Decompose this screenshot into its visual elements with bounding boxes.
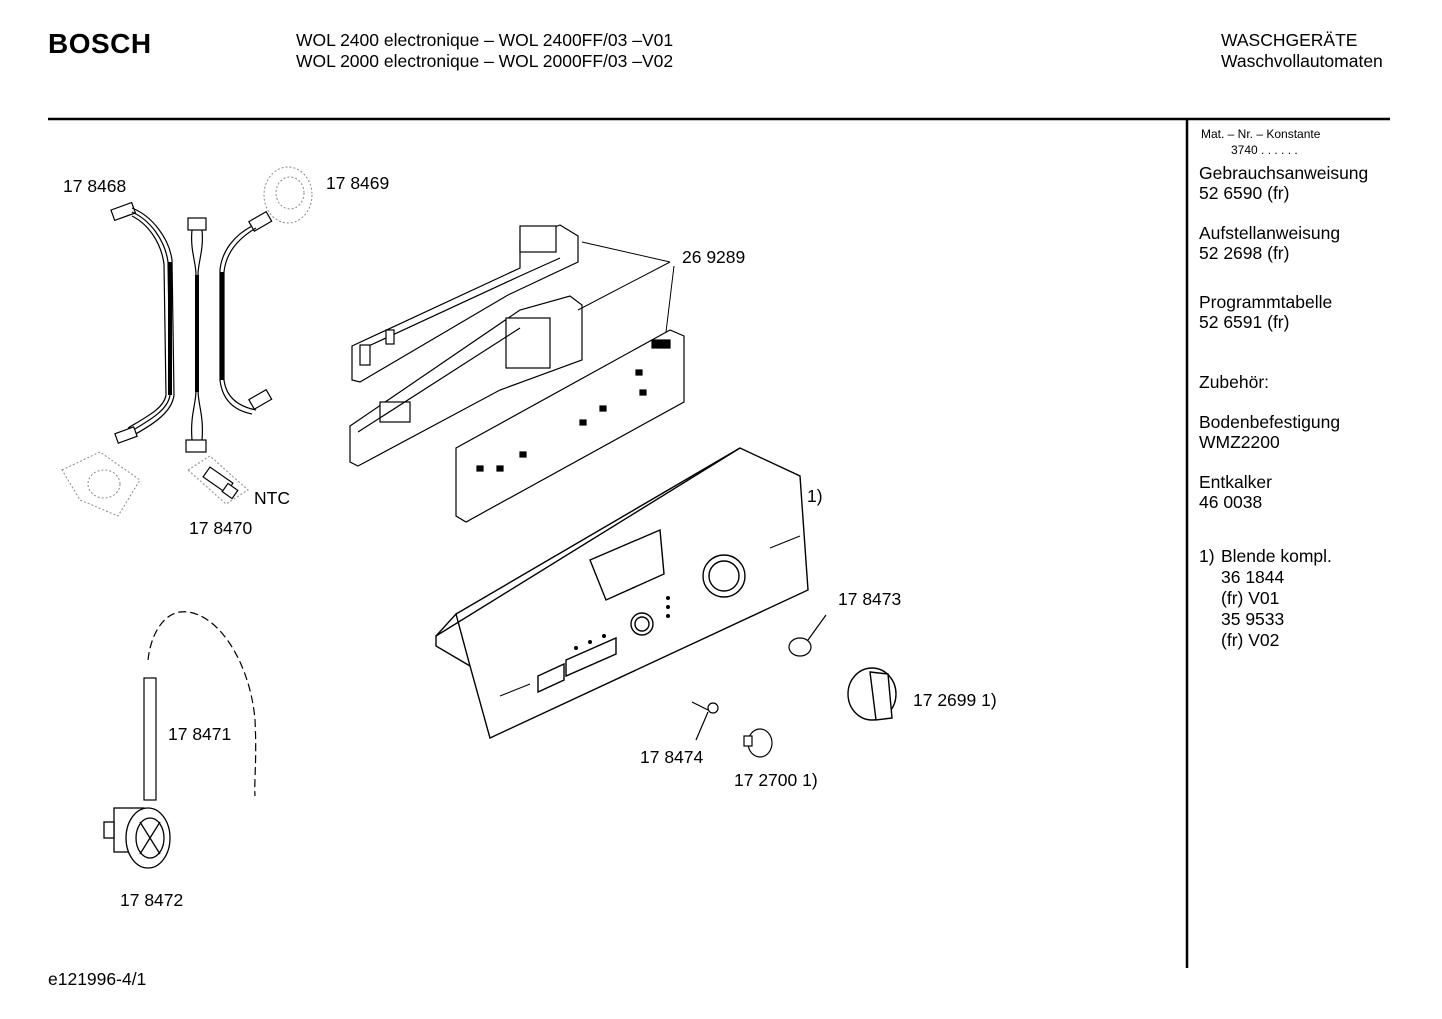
ntc-sensor [187,455,249,505]
ghost-component-top [263,166,313,224]
part-label-fascia-footnote: 1) [807,486,823,506]
part-label-178471: 17 8471 [168,724,232,744]
zubehoer-label: Zubehör: [1199,372,1270,392]
wire-harness-right [219,210,273,415]
small-knob-172700 [743,728,773,758]
mat-nr-value: 3740 . . . . . . [1231,143,1298,157]
footnote-line: (fr) V01 [1221,588,1280,608]
model-line-1: WOL 2400 electronique – WOL 2400FF/03 –V… [296,30,674,50]
leader-269289 [577,241,675,333]
shaft-178474 [691,701,719,741]
category-subtitle: Waschvollautomaten [1221,51,1383,71]
part-label-1726991: 17 2699 1) [913,690,997,710]
part-label-178473: 17 8473 [838,589,902,609]
doc-title-gebrauchsanweisung: Gebrauchsanweisung [1199,163,1369,183]
part-label-ntc: NTC [254,488,290,508]
part-label-178472: 17 8472 [120,890,184,910]
footnote-line: 36 1844 [1221,567,1285,587]
footnote-title: Blende kompl. [1221,546,1332,566]
model-line-2: WOL 2000 electronique – WOL 2000FF/03 –V… [296,51,674,71]
control-board-frame [349,295,583,467]
doc-title-programmtabelle: Programmtabelle [1199,292,1333,312]
footnote-line: (fr) V02 [1221,630,1280,650]
doc-number-gebrauchsanweisung: 52 6590 (fr) [1199,183,1290,203]
accessory-number-bodenbefestigung: WMZ2200 [1199,432,1280,452]
wire-harness-178468 [110,201,175,444]
document-id: e121996-4/1 [48,969,147,989]
doc-title-aufstellanweisung: Aufstellanweisung [1199,223,1341,243]
wire-harness-center [185,217,207,453]
ghost-component-bottom [61,451,141,517]
accessory-title-bodenbefestigung: Bodenbefestigung [1199,412,1341,432]
footnote-line: 35 9533 [1221,609,1285,629]
bosch-logo: BOSCH [48,28,152,59]
category-title: WASCHGERÄTE [1221,30,1358,50]
pressure-switch-178472 [103,807,171,869]
accessory-number-entkalker: 46 0038 [1199,492,1263,512]
program-knob-172699 [847,667,897,721]
part-label-178470: 17 8470 [189,518,253,538]
accessory-title-entkalker: Entkalker [1199,472,1272,492]
knob-spring-178473 [788,614,827,657]
doc-number-programmtabelle: 52 6591 (fr) [1199,312,1290,332]
footnote-marker: 1) [1199,546,1215,566]
control-panel-fascia [435,447,809,739]
pressure-hose-178471 [143,611,257,801]
pcb-board [455,329,685,523]
control-board-upper [351,224,579,383]
part-label-1727001: 17 2700 1) [734,770,818,790]
part-label-178474: 17 8474 [640,747,704,767]
part-label-269289: 26 9289 [682,247,746,267]
part-label-178469: 17 8469 [326,173,390,193]
part-label-178468: 17 8468 [63,176,127,196]
mat-nr-header: Mat. – Nr. – Konstante [1201,127,1321,141]
doc-number-aufstellanweisung: 52 2698 (fr) [1199,243,1290,263]
